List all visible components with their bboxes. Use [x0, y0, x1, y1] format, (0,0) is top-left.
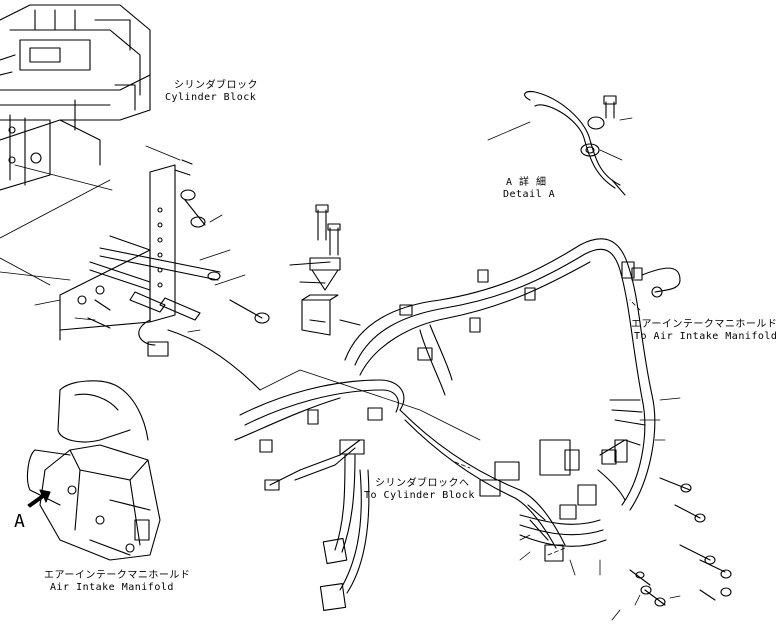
label-to-air-intake-jp: エアーインテークマニホールドへ: [631, 319, 776, 330]
air-intake-manifold-drawing: [26, 380, 161, 561]
bolts-drawing: [629, 477, 732, 607]
label-detail-a-jp: A 詳 細: [506, 177, 547, 188]
label-to-cylinder-block-jp: シリンダブロックへ: [375, 478, 470, 489]
view-arrow-letter: A: [14, 511, 26, 532]
wiring-harness-drawing: [234, 238, 681, 611]
label-to-cylinder-block-en: To Cylinder Block: [364, 490, 475, 501]
label-to-air-intake-en: To Air Intake Manifold: [634, 331, 776, 342]
label-air-intake-manifold-jp: エアーインテークマニホールド: [44, 570, 191, 581]
reference-leaders: [259, 369, 681, 621]
label-cylinder-block-jp: シリンダブロック: [174, 80, 258, 91]
dashed-leaders: [454, 299, 641, 556]
cylinder-block-leaders: [0, 145, 246, 333]
bracket-assembly-drawing: [59, 159, 270, 391]
cylinder-block-drawing: [0, 4, 151, 191]
detail-a-drawing: [487, 91, 633, 196]
clamp-bracket-drawing: [289, 204, 361, 336]
label-air-intake-manifold-en: Air Intake Manifold: [50, 582, 174, 593]
label-detail-a-en: Detail A: [503, 189, 556, 200]
label-cylinder-block-en: Cylinder Block: [165, 92, 257, 103]
